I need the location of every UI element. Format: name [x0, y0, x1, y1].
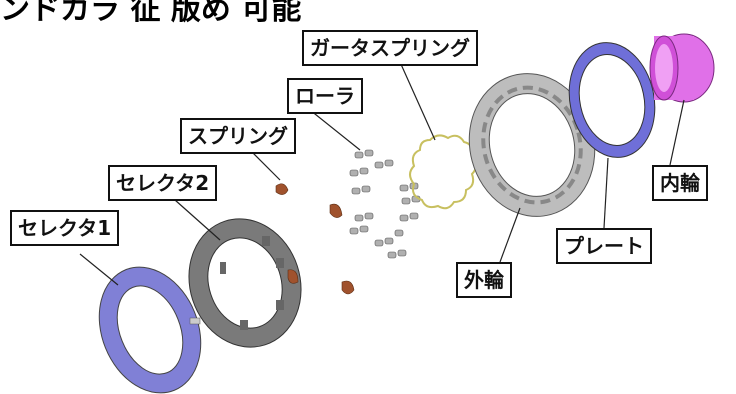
rollers [349, 149, 421, 259]
garter-spring [409, 134, 477, 210]
label-selector1: セレクタ1 [10, 210, 120, 246]
selector1-ring [98, 266, 202, 394]
label-inner-ring: 内輪 [652, 165, 708, 201]
inner-ring [649, 33, 715, 103]
title-fragment: ンドカラ 征 版め 可能 [0, 0, 302, 27]
label-plate: プレート [556, 228, 652, 264]
label-spring: スプリング [180, 118, 296, 154]
label-garter-spring: ガータスプリング [302, 30, 478, 66]
selector2-ring [188, 218, 302, 348]
springs [275, 183, 355, 295]
outer-ring [468, 73, 596, 217]
label-selector2: セレクタ2 [108, 165, 218, 201]
leader-lines [79, 61, 685, 286]
plate-ring [568, 42, 656, 158]
label-outer-ring: 外輪 [456, 262, 512, 298]
label-roller: ローラ [287, 78, 363, 114]
